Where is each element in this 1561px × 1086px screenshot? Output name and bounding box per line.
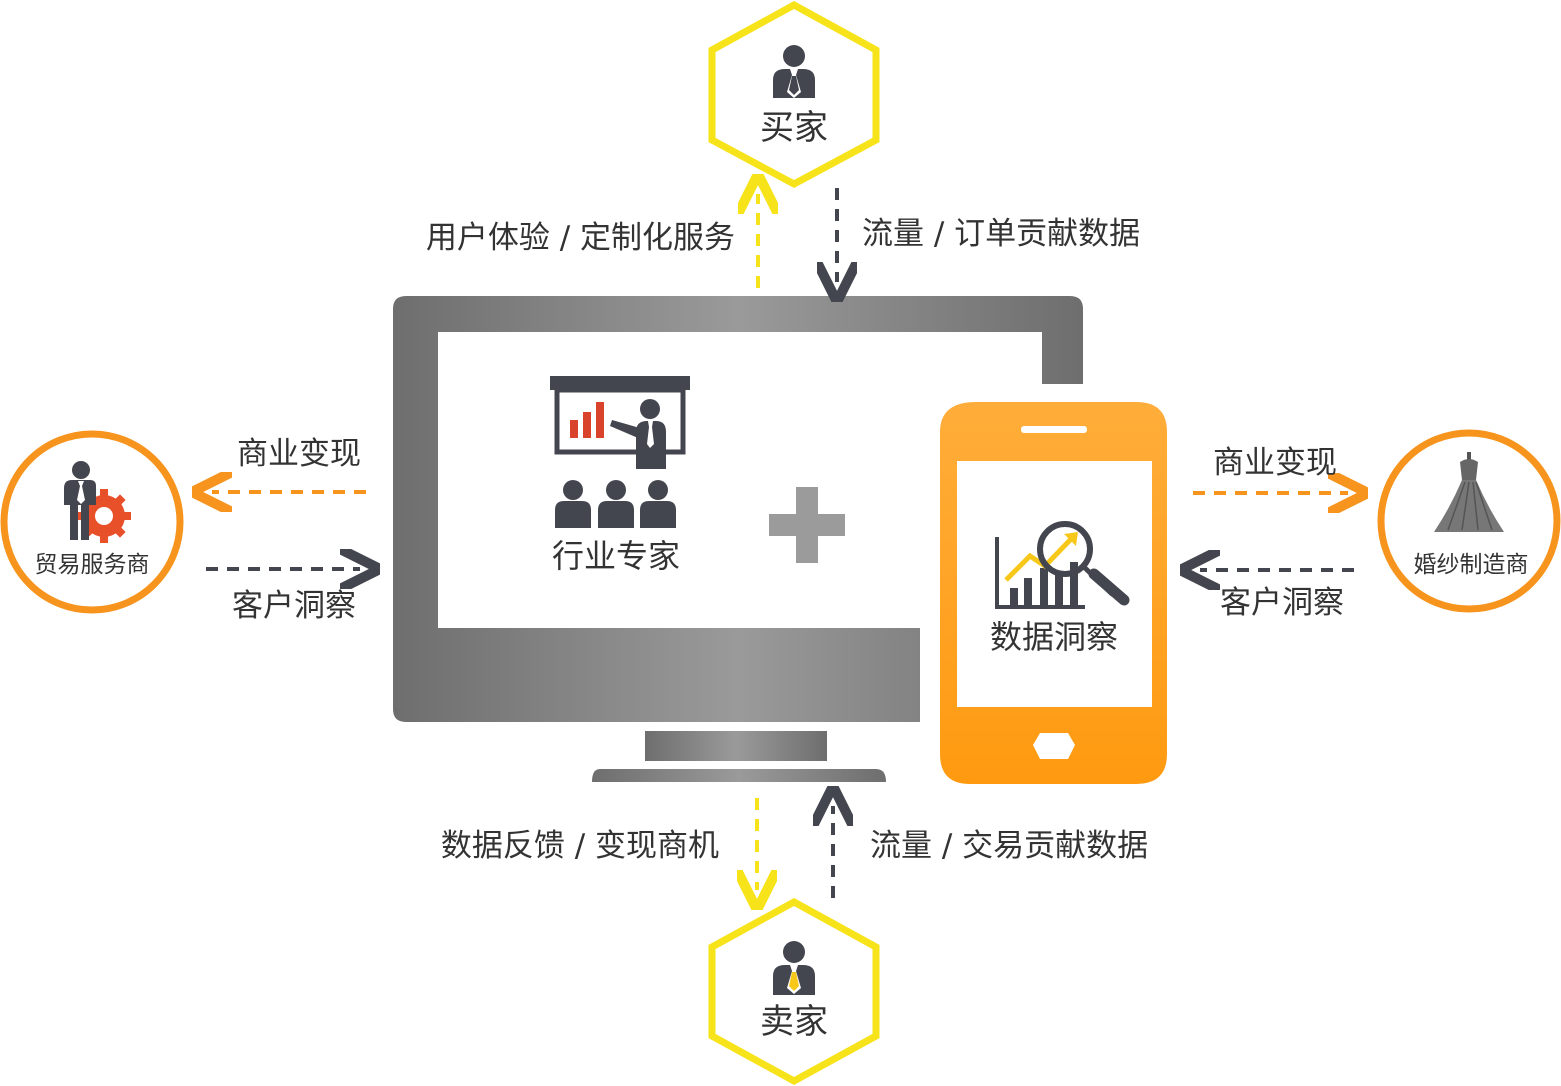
insight-label: 数据洞察: [990, 618, 1118, 656]
phone-home-button: [1033, 733, 1075, 759]
right-insight-label: 客户洞察: [1220, 585, 1344, 621]
seller-out-label: 数据反馈 / 变现商机: [441, 828, 719, 864]
seller-node: 卖家: [708, 898, 880, 1085]
presentation-icon: [550, 376, 690, 469]
wedding-dress-icon: [1434, 452, 1504, 532]
businessman-icon: [64, 461, 96, 540]
data-insight-icon: [995, 521, 1130, 609]
seller-person-icon: [773, 941, 815, 995]
buyer-out-label: 用户体验 / 定制化服务: [426, 220, 735, 256]
wedding-maker-label: 婚纱制造商: [1414, 552, 1529, 578]
left-insight-label: 客户洞察: [232, 588, 356, 624]
monitor-graphic: [393, 296, 1083, 782]
wedding-maker-node: 婚纱制造商: [1377, 429, 1561, 613]
trade-service-node: 贸易服务商: [0, 430, 184, 614]
buyer-label: 买家: [760, 108, 828, 148]
audience-icon: [555, 480, 676, 528]
seller-label: 卖家: [760, 1002, 828, 1042]
monitor-neck: [645, 731, 827, 761]
phone-speaker: [1021, 426, 1087, 433]
buyer-person-icon: [773, 45, 815, 98]
phone-graphic: [940, 402, 1167, 784]
right-monetize-label: 商业变现: [1213, 445, 1337, 481]
plus-icon: [769, 487, 845, 563]
monitor-base: [592, 769, 886, 782]
left-monetize-label: 商业变现: [237, 436, 361, 472]
expert-label: 行业专家: [552, 537, 680, 575]
seller-in-label: 流量 / 交易贡献数据: [870, 828, 1148, 864]
buyer-node: 买家: [708, 1, 880, 188]
trade-service-label: 贸易服务商: [35, 552, 150, 578]
buyer-in-label: 流量 / 订单贡献数据: [862, 216, 1140, 252]
